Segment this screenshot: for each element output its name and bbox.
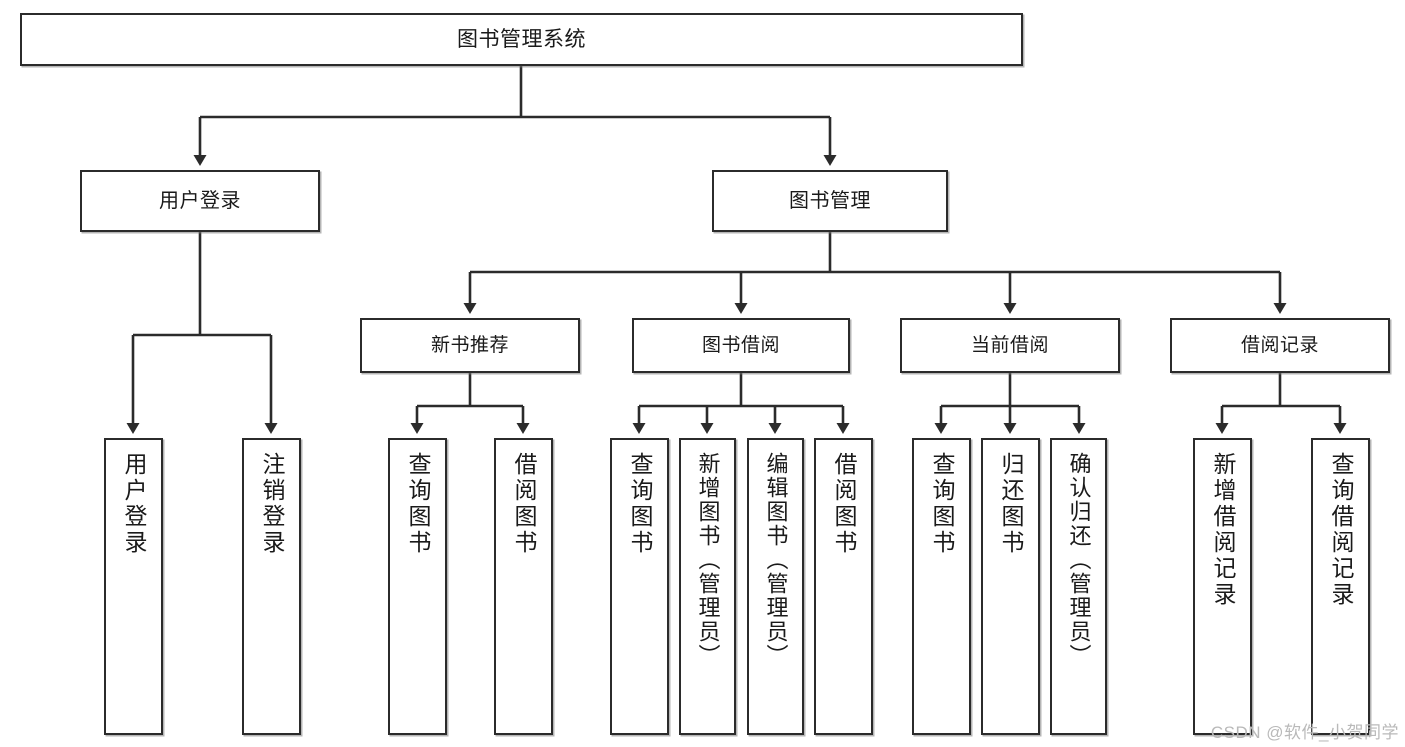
node-current-borrow[interactable]: 当前借阅 — [900, 318, 1120, 373]
node-leaf-edit-book[interactable]: 编辑图书（管理员） — [747, 438, 804, 735]
node-leaf-query-book-1[interactable]: 查询图书 — [388, 438, 447, 735]
node-leaf-return-book[interactable]: 归还图书 — [981, 438, 1040, 735]
node-label: 归还图书 — [998, 452, 1024, 556]
node-book-borrow[interactable]: 图书借阅 — [632, 318, 850, 373]
node-label: 查询图书 — [627, 452, 653, 556]
node-label: 编辑图书（管理员） — [763, 452, 789, 668]
node-leaf-user-logout[interactable]: 注销登录 — [242, 438, 301, 735]
node-book-manage[interactable]: 图书管理 — [712, 170, 948, 232]
node-label: 用户登录 — [159, 189, 241, 212]
node-label: 当前借阅 — [970, 334, 1049, 356]
node-label: 注销登录 — [259, 452, 285, 556]
node-label: 新增借阅记录 — [1210, 452, 1236, 608]
node-leaf-query-record[interactable]: 查询借阅记录 — [1311, 438, 1370, 735]
node-label: 查询图书 — [929, 452, 955, 556]
node-leaf-borrow-book-2[interactable]: 借阅图书 — [814, 438, 873, 735]
node-label: 借阅记录 — [1240, 334, 1319, 356]
node-label: 查询图书 — [405, 452, 431, 556]
node-label: 借阅图书 — [831, 452, 857, 556]
node-root-system[interactable]: 图书管理系统 — [20, 13, 1023, 66]
node-user-login[interactable]: 用户登录 — [80, 170, 320, 232]
node-leaf-confirm-return[interactable]: 确认归还（管理员） — [1050, 438, 1107, 735]
node-label: 新增图书（管理员） — [695, 452, 721, 668]
node-label: 图书管理 — [789, 189, 871, 212]
node-leaf-query-book-2[interactable]: 查询图书 — [610, 438, 669, 735]
node-label: 新书推荐 — [430, 334, 509, 356]
watermark: CSDN @软件_小贺同学 — [1210, 723, 1399, 742]
node-label: 图书借阅 — [701, 334, 780, 356]
node-leaf-query-book-3[interactable]: 查询图书 — [912, 438, 971, 735]
node-leaf-add-record[interactable]: 新增借阅记录 — [1193, 438, 1252, 735]
node-new-book-recommend[interactable]: 新书推荐 — [360, 318, 580, 373]
node-label: 图书管理系统 — [457, 27, 586, 51]
node-borrow-record[interactable]: 借阅记录 — [1170, 318, 1390, 373]
node-leaf-add-book[interactable]: 新增图书（管理员） — [679, 438, 736, 735]
node-label: 查询借阅记录 — [1328, 452, 1354, 608]
node-label: 用户登录 — [121, 452, 147, 556]
node-label: 借阅图书 — [511, 452, 537, 556]
node-leaf-borrow-book-1[interactable]: 借阅图书 — [494, 438, 553, 735]
node-leaf-user-login[interactable]: 用户登录 — [104, 438, 163, 735]
node-label: 确认归还（管理员） — [1066, 452, 1092, 668]
